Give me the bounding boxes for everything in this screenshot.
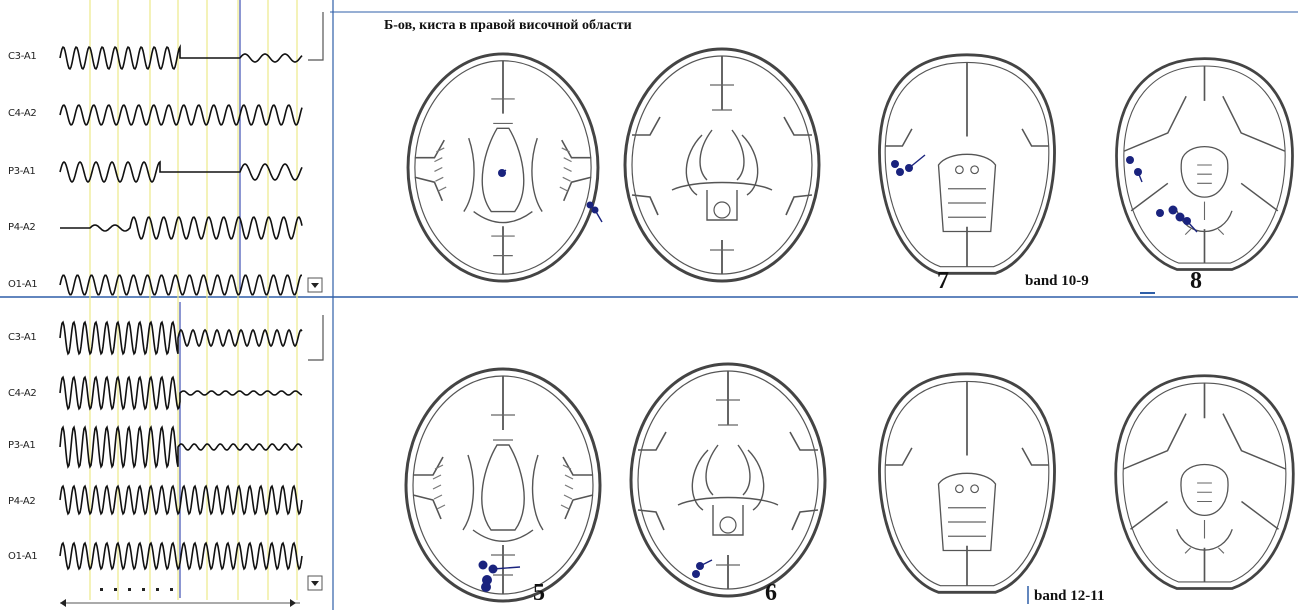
eeg-trace-bottom-p3 — [60, 427, 302, 467]
brain-slice-bottom-3 — [879, 374, 1054, 593]
figure-title: Б-ов, киста в правой височной области — [384, 18, 632, 34]
dipole-marker — [481, 582, 491, 592]
eeg-trace-bottom-o1 — [60, 543, 302, 569]
time-tick — [156, 588, 159, 591]
dipole-marker — [896, 168, 904, 176]
scroll-right-arrow-icon[interactable] — [290, 599, 296, 607]
band-label-top: band 10-9 — [1025, 273, 1089, 290]
channel-label-bottom-c4: C4-A2 — [8, 388, 36, 399]
time-tick — [128, 588, 131, 591]
scale-bracket-top — [308, 12, 323, 60]
time-tick — [114, 588, 117, 591]
eeg-trace-top-o1 — [60, 275, 302, 294]
brain-slice-top-2 — [625, 49, 819, 281]
channel-label-top-p3: P3-A1 — [8, 166, 36, 177]
dipole-marker — [587, 202, 594, 209]
channel-label-bottom-p4: P4-A2 — [8, 496, 36, 507]
slice-number-5: 5 — [533, 580, 545, 607]
eeg-trace-bottom-c4 — [60, 377, 302, 409]
time-tick — [142, 588, 145, 591]
brain-slice-top-4 — [1117, 59, 1293, 270]
eeg-trace-top-p4 — [60, 217, 302, 239]
time-tick — [100, 588, 103, 591]
brain-slice-top-3 — [879, 55, 1054, 273]
dipole-marker — [479, 561, 488, 570]
channel-label-bottom-o1: O1-A1 — [8, 551, 37, 562]
dipole-marker — [891, 160, 899, 168]
channel-label-top-p4: P4-A2 — [8, 222, 36, 233]
channel-label-bottom-c3: C3-A1 — [8, 332, 36, 343]
dipole-marker — [1169, 206, 1178, 215]
channel-label-top-o1: O1-A1 — [8, 279, 37, 290]
dipole-marker — [1156, 209, 1164, 217]
dipole-marker — [692, 570, 700, 578]
time-tick — [170, 588, 173, 591]
scroll-left-arrow-icon[interactable] — [60, 599, 66, 607]
brain-slice-bottom-1 — [406, 369, 600, 601]
dipole-marker — [1126, 156, 1134, 164]
slice-number-7: 7 — [937, 268, 949, 295]
brain-slice-bottom-4 — [1116, 376, 1294, 589]
eeg-trace-top-c4 — [60, 105, 302, 125]
band-label-bottom: band 12-11 — [1034, 588, 1104, 605]
eeg-trace-top-p3 — [60, 162, 302, 182]
brain-slice-bottom-2 — [631, 364, 825, 596]
eeg-trace-bottom-p4 — [60, 486, 302, 514]
slice-number-8: 8 — [1190, 268, 1202, 295]
channel-label-top-c3: C3-A1 — [8, 51, 36, 62]
slice-number-6: 6 — [765, 580, 777, 607]
eeg-trace-bottom-c3 — [60, 322, 302, 354]
scale-bracket-bottom — [308, 315, 323, 360]
channel-label-top-c4: C4-A2 — [8, 108, 36, 119]
eeg-trace-top-c3 — [60, 47, 302, 69]
brain-slice-top-1 — [408, 54, 598, 281]
channel-label-bottom-p3: P3-A1 — [8, 440, 36, 451]
